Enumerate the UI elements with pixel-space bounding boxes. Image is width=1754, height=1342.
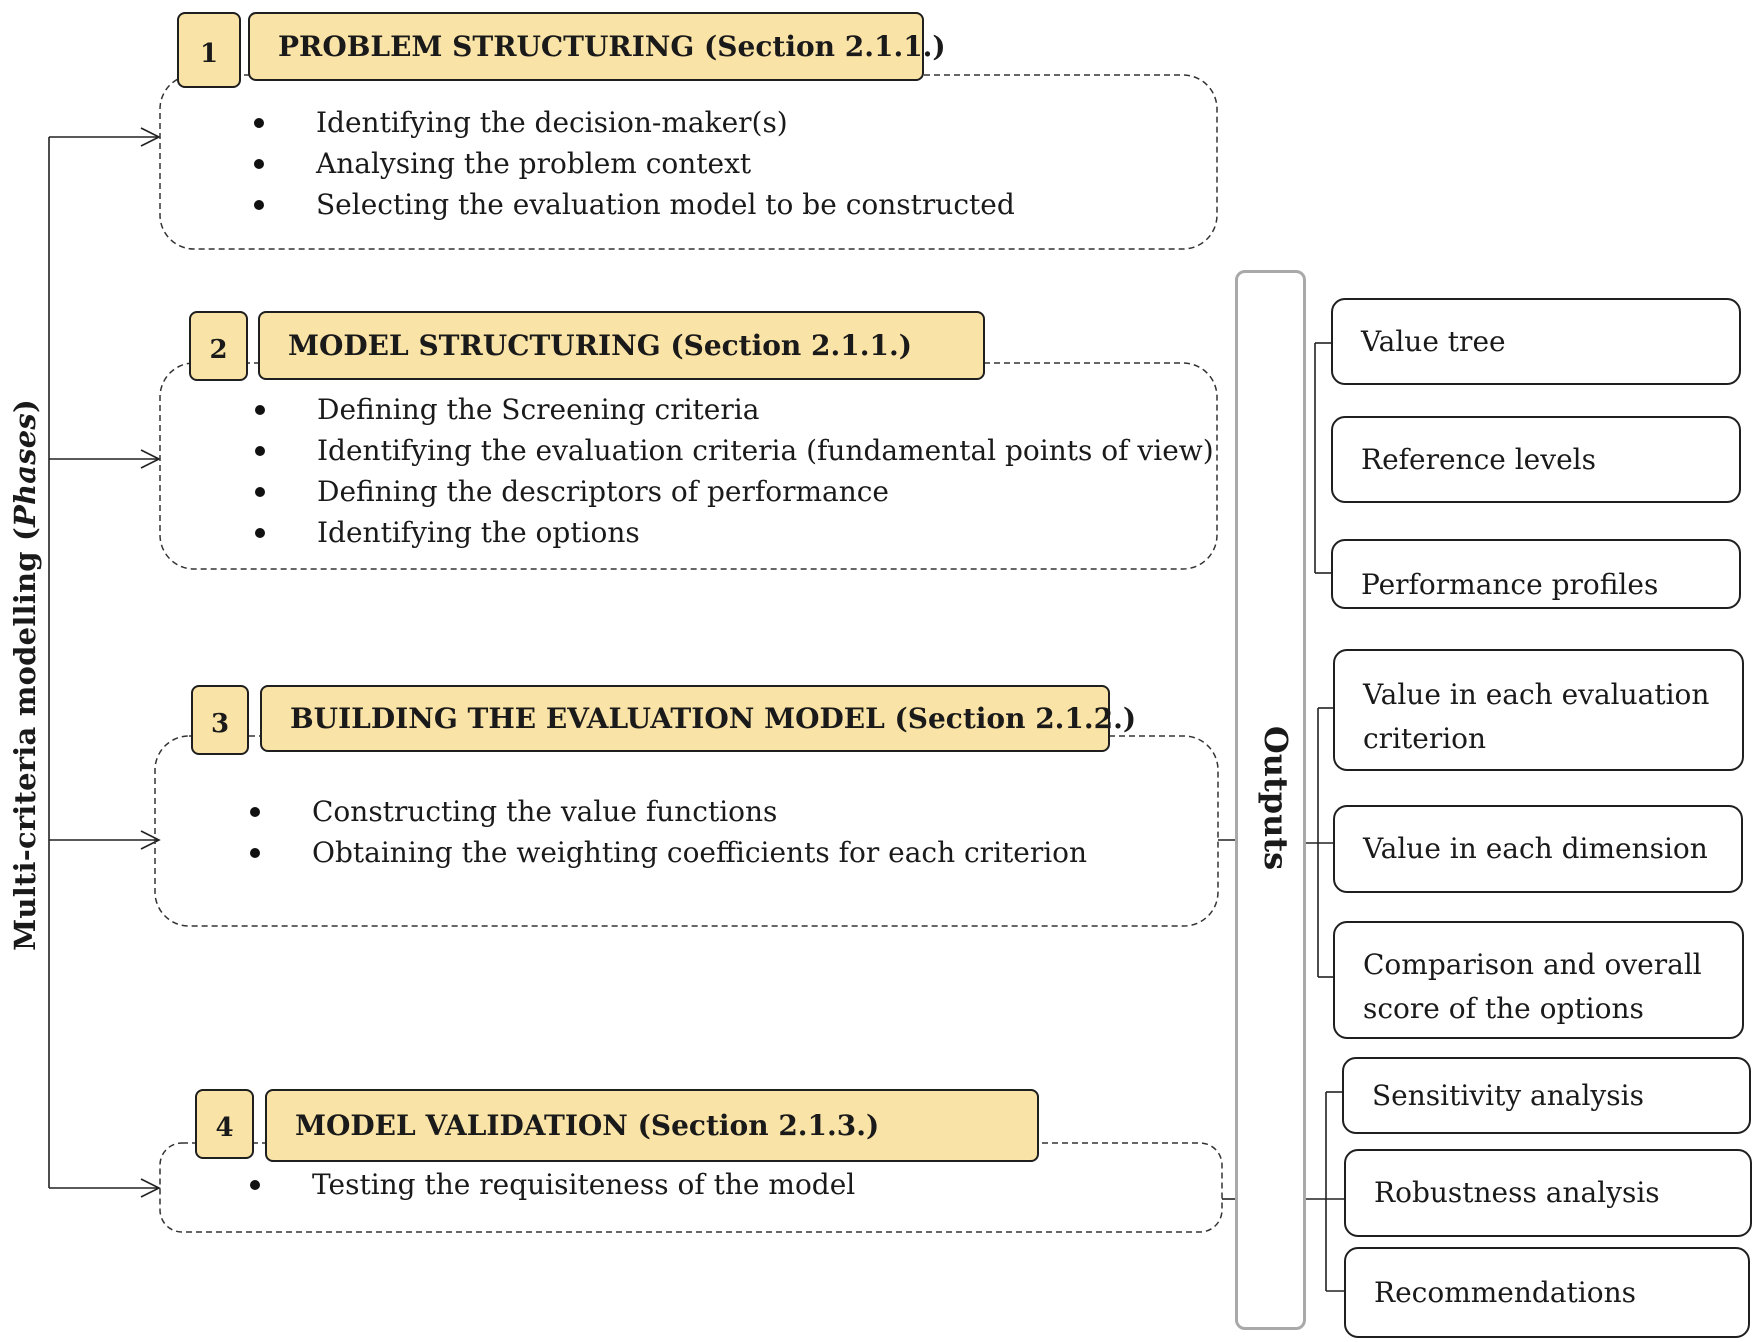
output-performance-profiles: Performance profiles (1331, 539, 1741, 609)
list-item: Constructing the value functions (250, 791, 1087, 832)
phase-3-number-badge: 3 (191, 685, 249, 755)
output-value-tree: Value tree (1331, 298, 1741, 385)
list-item: Obtaining the weighting coefficients for… (250, 832, 1087, 873)
outputs-column (1235, 270, 1306, 1330)
list-item: Identifying the evaluation criteria (fun… (255, 430, 1214, 471)
axis-label-main: Multi-criteria modelling (8, 551, 42, 951)
output-comparison-overall-score: Comparison and overall score of the opti… (1333, 921, 1744, 1039)
phase-1-number-badge: 1 (177, 12, 241, 88)
phase-2-number-badge: 2 (189, 311, 248, 381)
axis-label-italic: Phases (8, 413, 42, 528)
phase-4-title: MODEL VALIDATION (Section 2.1.3.) (265, 1089, 1039, 1162)
phase-1-activity-list: Identifying the decision-maker(s) Analys… (254, 102, 1015, 225)
phase-2-title: MODEL STRUCTURING (Section 2.1.1.) (258, 311, 985, 380)
output-sensitivity-analysis: Sensitivity analysis (1342, 1057, 1751, 1134)
output-value-each-criterion: Value in each evaluation criterion (1333, 649, 1744, 771)
phase-3-activity-list: Constructing the value functions Obtaini… (250, 791, 1087, 873)
phase-4-activity-list: Testing the requisiteness of the model (250, 1164, 855, 1205)
list-item: Testing the requisiteness of the model (250, 1164, 855, 1205)
phase-frame-4 (159, 1142, 1223, 1233)
list-item: Identifying the decision-maker(s) (254, 102, 1015, 143)
phase-2-activity-list: Defining the Screening criteria Identify… (255, 389, 1214, 553)
list-item: Defining the descriptors of performance (255, 471, 1214, 512)
list-item: Analysing the problem context (254, 143, 1015, 184)
list-item: Selecting the evaluation model to be con… (254, 184, 1015, 225)
output-robustness-analysis: Robustness analysis (1344, 1149, 1752, 1237)
phase-3-title: BUILDING THE EVALUATION MODEL (Section 2… (260, 685, 1136, 752)
list-item: Identifying the options (255, 512, 1214, 553)
phase-frame-3 (154, 735, 1219, 927)
output-value-each-dimension: Value in each dimension (1333, 805, 1743, 893)
list-item: Defining the Screening criteria (255, 389, 1214, 430)
output-reference-levels: Reference levels (1331, 416, 1741, 503)
output-recommendations: Recommendations (1344, 1247, 1750, 1338)
phase-1-title: PROBLEM STRUCTURING (Section 2.1.1.) (248, 12, 946, 81)
phase-4-number-badge: 4 (195, 1089, 254, 1159)
